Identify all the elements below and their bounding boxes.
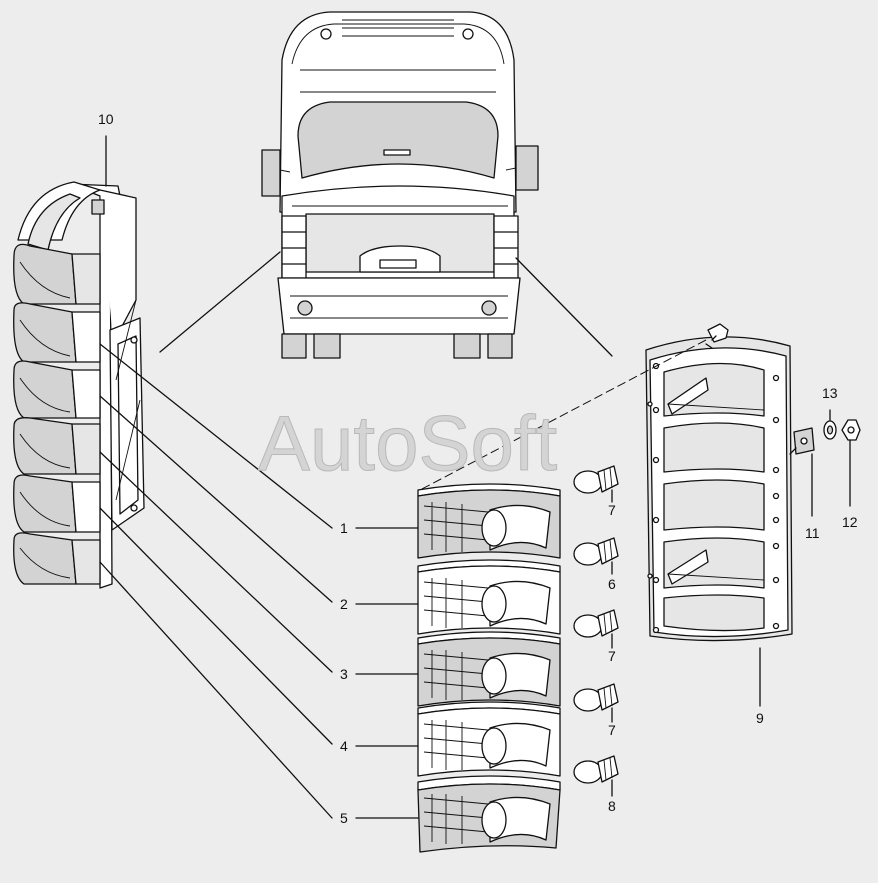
callout-8: 8 [608, 798, 616, 814]
callout-1: 1 [340, 520, 348, 536]
callout-9: 9 [756, 710, 764, 726]
callout-7-low: 7 [608, 722, 616, 738]
lens-4 [417, 701, 561, 777]
fastener-hardware [789, 409, 861, 517]
bulb-8 [573, 755, 619, 797]
callout-4: 4 [340, 738, 348, 754]
lamp-lens-stack [355, 483, 561, 853]
lamp-housing-panel [419, 323, 793, 707]
callout-6: 6 [608, 576, 616, 592]
bulb-7-top [573, 465, 619, 503]
truck-front-view [159, 11, 613, 359]
callout-10: 10 [98, 111, 114, 127]
lens-3 [417, 631, 561, 707]
lens-2 [417, 559, 561, 635]
callout-13: 13 [822, 385, 838, 401]
bulb-6 [573, 537, 619, 575]
bulb-7-mid [573, 609, 619, 649]
lamp-assembly-side-view [13, 135, 333, 819]
bulb-7-low [573, 683, 619, 723]
watermark-text: AutoSoft [258, 399, 558, 487]
callout-11: 11 [805, 525, 820, 541]
bulbs [573, 465, 619, 797]
callout-12: 12 [842, 514, 858, 530]
callout-3: 3 [340, 666, 348, 682]
lens-1 [417, 483, 561, 559]
callout-2: 2 [340, 596, 348, 612]
callout-labels: 1 2 3 4 5 6 7 7 7 8 9 10 11 12 13 [98, 111, 858, 826]
callout-7-top: 7 [608, 502, 616, 518]
lens-5 [417, 775, 561, 853]
callout-7-mid: 7 [608, 648, 616, 664]
callout-5: 5 [340, 810, 348, 826]
